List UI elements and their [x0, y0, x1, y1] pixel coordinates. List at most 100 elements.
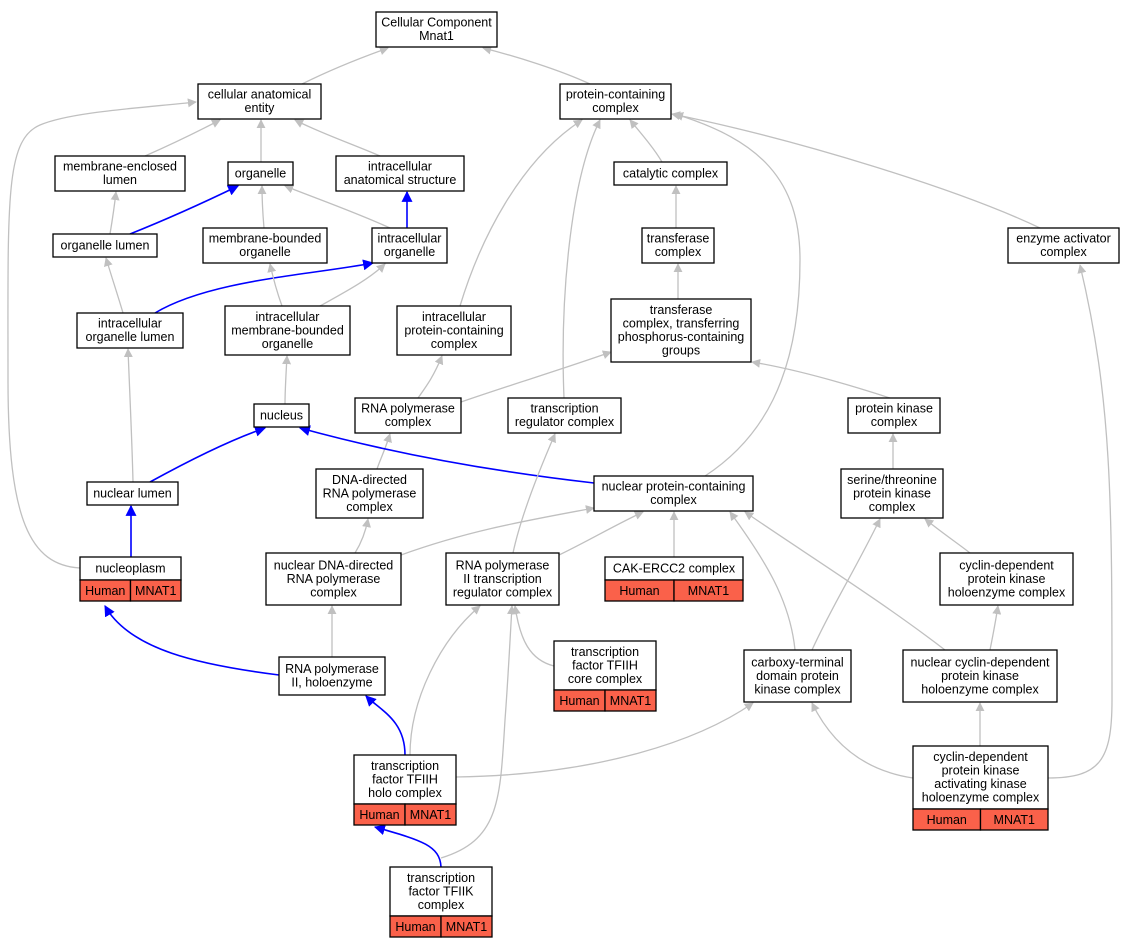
node-label-line: organelle [262, 337, 313, 351]
node-label-line: RNA polymerase [285, 662, 379, 676]
node-label-line: membrane-bounded [231, 323, 344, 337]
edge-npcc-to-nuc-part-of [298, 425, 595, 484]
node-nuc[interactable]: nucleus [253, 403, 310, 428]
edge-cdpkak-to-eac-is-a [1047, 264, 1113, 779]
node-cat[interactable]: catalytic complex [613, 161, 728, 186]
species-tag-label: Human [85, 584, 125, 598]
edge-mel-to-cae-is-a [144, 119, 221, 157]
node-label-line: holoenzyme complex [921, 682, 1039, 696]
node-box [939, 552, 1074, 606]
node-label-line: transcription [371, 759, 439, 773]
node-box [335, 155, 465, 192]
edge-cat-to-pcc-is-a [629, 119, 663, 163]
edge-imbo-to-io-is-a [319, 263, 386, 307]
node-nlum[interactable]: nuclear lumen [86, 481, 179, 506]
edge-nlum-to-nuc-part-of [149, 426, 267, 483]
node-label-line: complex [871, 415, 918, 429]
edge-rnap-to-ipcc-is-a [417, 355, 444, 399]
gene-tag-cell [440, 915, 493, 938]
gene-tag-label: MNAT1 [410, 808, 451, 822]
gene-tag-cell [604, 689, 657, 712]
node-label-line: serine/threonine [847, 473, 937, 487]
node-label-line: CAK-ERCC2 complex [613, 561, 736, 575]
edge-cdpkh-to-stpk-is-a [924, 518, 971, 554]
node-label-line: factor TFIIH [372, 772, 438, 786]
node-label-line: protein kinase [855, 402, 933, 416]
node-box [912, 745, 1049, 810]
node-box [1007, 227, 1120, 264]
node-label-line: complex [592, 101, 639, 115]
node-label-line: nuclear lumen [93, 486, 172, 500]
node-box [613, 161, 728, 186]
node-label-line: intracellular [98, 317, 162, 331]
node-org[interactable]: organelle [227, 161, 294, 186]
node-box [610, 298, 752, 363]
species-tag-label: Human [359, 808, 399, 822]
edge-orgl-to-mel-is-a [109, 191, 120, 235]
node-label-line: RNA polymerase [287, 572, 381, 586]
edge-io-to-org-is-a [284, 184, 391, 229]
edge-cdpkak-to-ctdpk-is-a [811, 702, 914, 779]
edge-eac-to-pcc-is-a [671, 111, 1041, 229]
node-label-line: II, holoenzyme [291, 676, 372, 690]
node-label-line: organelle lumen [61, 238, 150, 252]
node-box [847, 397, 941, 434]
node-box [86, 481, 179, 506]
node-box [354, 397, 462, 434]
edges-layer [7, 45, 1113, 868]
gene-tag-cell [673, 579, 744, 602]
node-label-line: intracellular [368, 160, 432, 174]
edge-ctdpk-to-stpk-is-a [811, 518, 881, 651]
node-box [445, 552, 560, 606]
node-label-line: Mnat1 [419, 29, 454, 43]
node-box [507, 397, 622, 434]
node-label-line: nucleus [260, 408, 303, 422]
node-box [253, 403, 310, 428]
node-label-line: enzyme activator [1016, 232, 1110, 246]
node-box [227, 161, 294, 186]
node-label-line: II transcription [463, 572, 542, 586]
node-orgl[interactable]: organelle lumen [52, 233, 158, 258]
edge-cae-to-root-is-a [301, 46, 389, 85]
edge-rnap2trc-to-npcc-is-a [558, 511, 644, 556]
node-label-line: intracellular [256, 310, 320, 324]
species-tag-label: Human [395, 920, 435, 934]
edge-tfiihholo-to-rnap2trc-is-a [409, 605, 481, 756]
node-label-line: organelle [384, 245, 435, 259]
node-box [278, 656, 386, 696]
gene-tag-cell [129, 579, 182, 602]
node-label-line: complex [418, 898, 465, 912]
